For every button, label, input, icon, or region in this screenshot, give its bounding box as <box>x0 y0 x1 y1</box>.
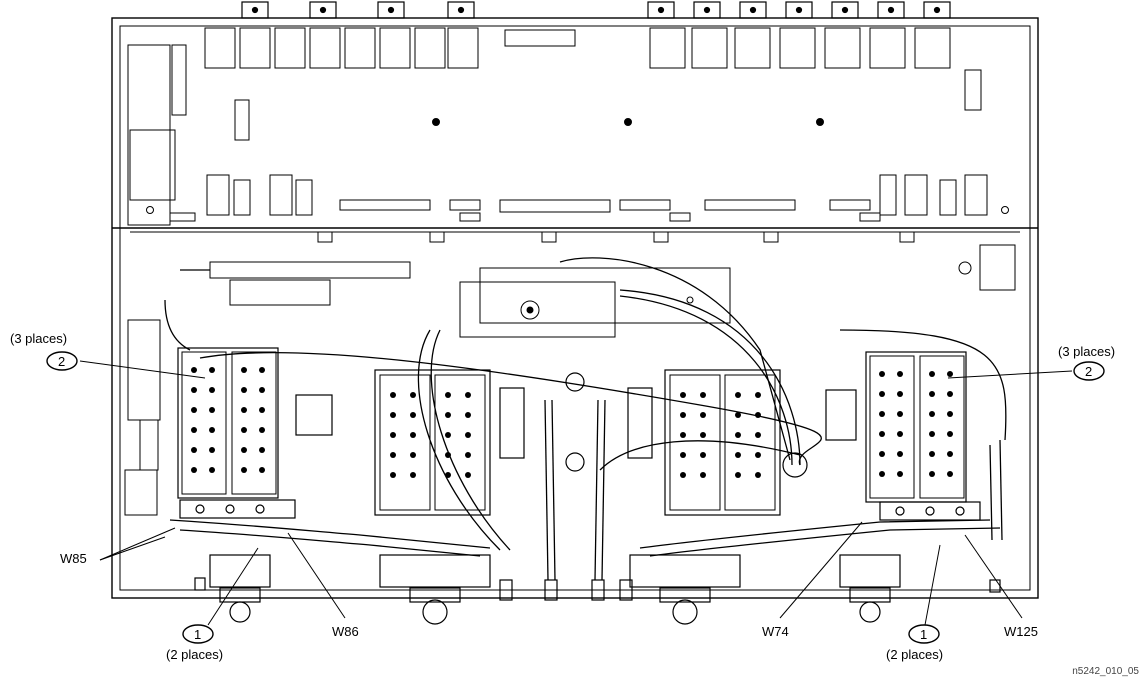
cable-label-w85: W85 <box>60 551 87 566</box>
callout-number-1-left: 1 <box>194 627 202 642</box>
callout-number-2-right: 2 <box>1085 364 1093 379</box>
figure-identifier: n5242_010_05 <box>1072 666 1139 677</box>
leader-lines <box>79 360 1073 626</box>
lower-deck-top-strip <box>209 231 1016 338</box>
cable-label-w86: W86 <box>332 624 359 639</box>
front-panel-connectors <box>194 554 1001 625</box>
callout-bubbles <box>46 351 1105 644</box>
chassis-frame <box>111 17 1039 599</box>
callout-2-places-left-label: (2 places) <box>166 647 224 662</box>
top-connector-tabs <box>241 1 951 19</box>
step-attenuator-center-left <box>295 369 525 516</box>
cable-label-w125: W125 <box>1004 624 1038 639</box>
callout-number-1-right: 1 <box>920 627 928 642</box>
cable-label-w74: W74 <box>762 624 789 639</box>
callout-3-places-right-label: (3 places) <box>1058 344 1116 359</box>
step-attenuator-left <box>177 347 296 519</box>
left-side-connector-strip <box>124 319 161 516</box>
step-attenuator-center-right <box>565 369 857 516</box>
step-attenuator-right <box>865 351 981 521</box>
semi-rigid-cables <box>164 257 1007 581</box>
callout-number-2-left: 2 <box>58 354 66 369</box>
upper-board-modules <box>127 27 1009 226</box>
relay-connector-row <box>169 174 988 222</box>
callout-3-places-left-label: (3 places) <box>10 331 68 346</box>
callout-2-places-right-label: (2 places) <box>886 647 944 662</box>
